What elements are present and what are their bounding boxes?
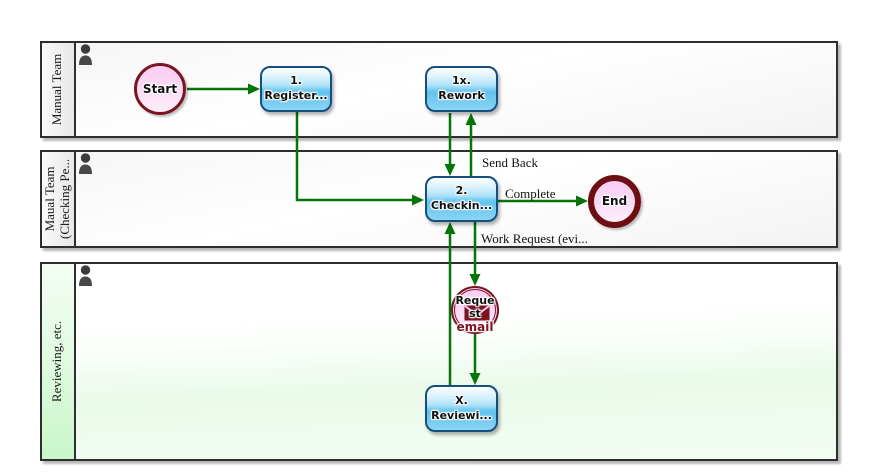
event-label-line: Reque: [455, 294, 495, 307]
task-reviewing-label: X.: [455, 393, 468, 407]
arrowhead-icon: [469, 373, 481, 385]
event-label-line: email: [456, 320, 494, 334]
task-register-label: 1.: [290, 74, 302, 88]
swimlane-checking-team-band[interactable]: Maual Team (Checking Pe...: [42, 152, 76, 246]
task-reviewing-label: Reviewi...: [431, 408, 492, 422]
edge-label-complete: Complete: [505, 186, 556, 201]
swimlane-label-text: Manual Team: [49, 53, 65, 126]
swimlane-label-text: Reviewing, etc.: [49, 320, 65, 403]
task-reviewing[interactable]: X. Reviewi...: [425, 385, 498, 432]
arrowhead-icon: [248, 83, 260, 95]
arrowhead-icon: [576, 195, 588, 207]
task-checking[interactable]: 2. Checkin...: [425, 176, 498, 222]
event-inner-ring: [454, 289, 496, 331]
swimlane-label-text: (Checking Pe...: [57, 158, 72, 240]
task-checking-label: 2.: [455, 184, 468, 198]
edge-label-work-request: Work Request (evi...: [481, 231, 588, 246]
task-register-label: Register...: [264, 89, 328, 102]
task-rework-label: 1x.: [452, 74, 471, 88]
arrowhead-icon: [444, 164, 456, 176]
task-rework[interactable]: 1x. Rework: [425, 66, 498, 112]
person-icon: [79, 153, 92, 174]
arrowhead-icon: [469, 274, 481, 286]
swimlane-label: Manual Team: [49, 53, 66, 126]
arrowhead-icon: [412, 194, 424, 206]
task-register[interactable]: 1. Register...: [260, 66, 332, 112]
event-label-line: st: [469, 307, 481, 320]
swimlane-manual-team-band[interactable]: Manual Team: [42, 43, 76, 136]
arrowhead-icon: [465, 113, 477, 125]
task-checking-label: Checkin...: [430, 199, 493, 212]
start-event[interactable]: Start: [134, 63, 186, 115]
start-event-label: Start: [142, 81, 178, 96]
swimlane-checking-team[interactable]: Maual Team (Checking Pe...: [40, 150, 838, 248]
swimlane-label: Maual Team (Checking Pe...: [42, 158, 73, 240]
email-envelope-icon: [464, 305, 490, 321]
swimlane-label-text: Maual Team: [42, 166, 58, 232]
flow-register-to-checking[interactable]: [295, 112, 412, 202]
person-icon: [79, 265, 92, 286]
person-icon: [79, 44, 92, 65]
task-rework-label: Rework: [438, 89, 485, 102]
edge-label-send-back: Send Back: [482, 155, 538, 170]
swimlane-reviewing-band[interactable]: Reviewing, etc.: [42, 264, 76, 459]
end-event[interactable]: End: [588, 175, 641, 228]
message-event-request-email[interactable]: Reque st email: [451, 286, 499, 334]
swimlane-label: Reviewing, etc.: [49, 320, 66, 403]
arrowhead-icon: [444, 222, 456, 234]
end-event-label: End: [601, 194, 628, 209]
